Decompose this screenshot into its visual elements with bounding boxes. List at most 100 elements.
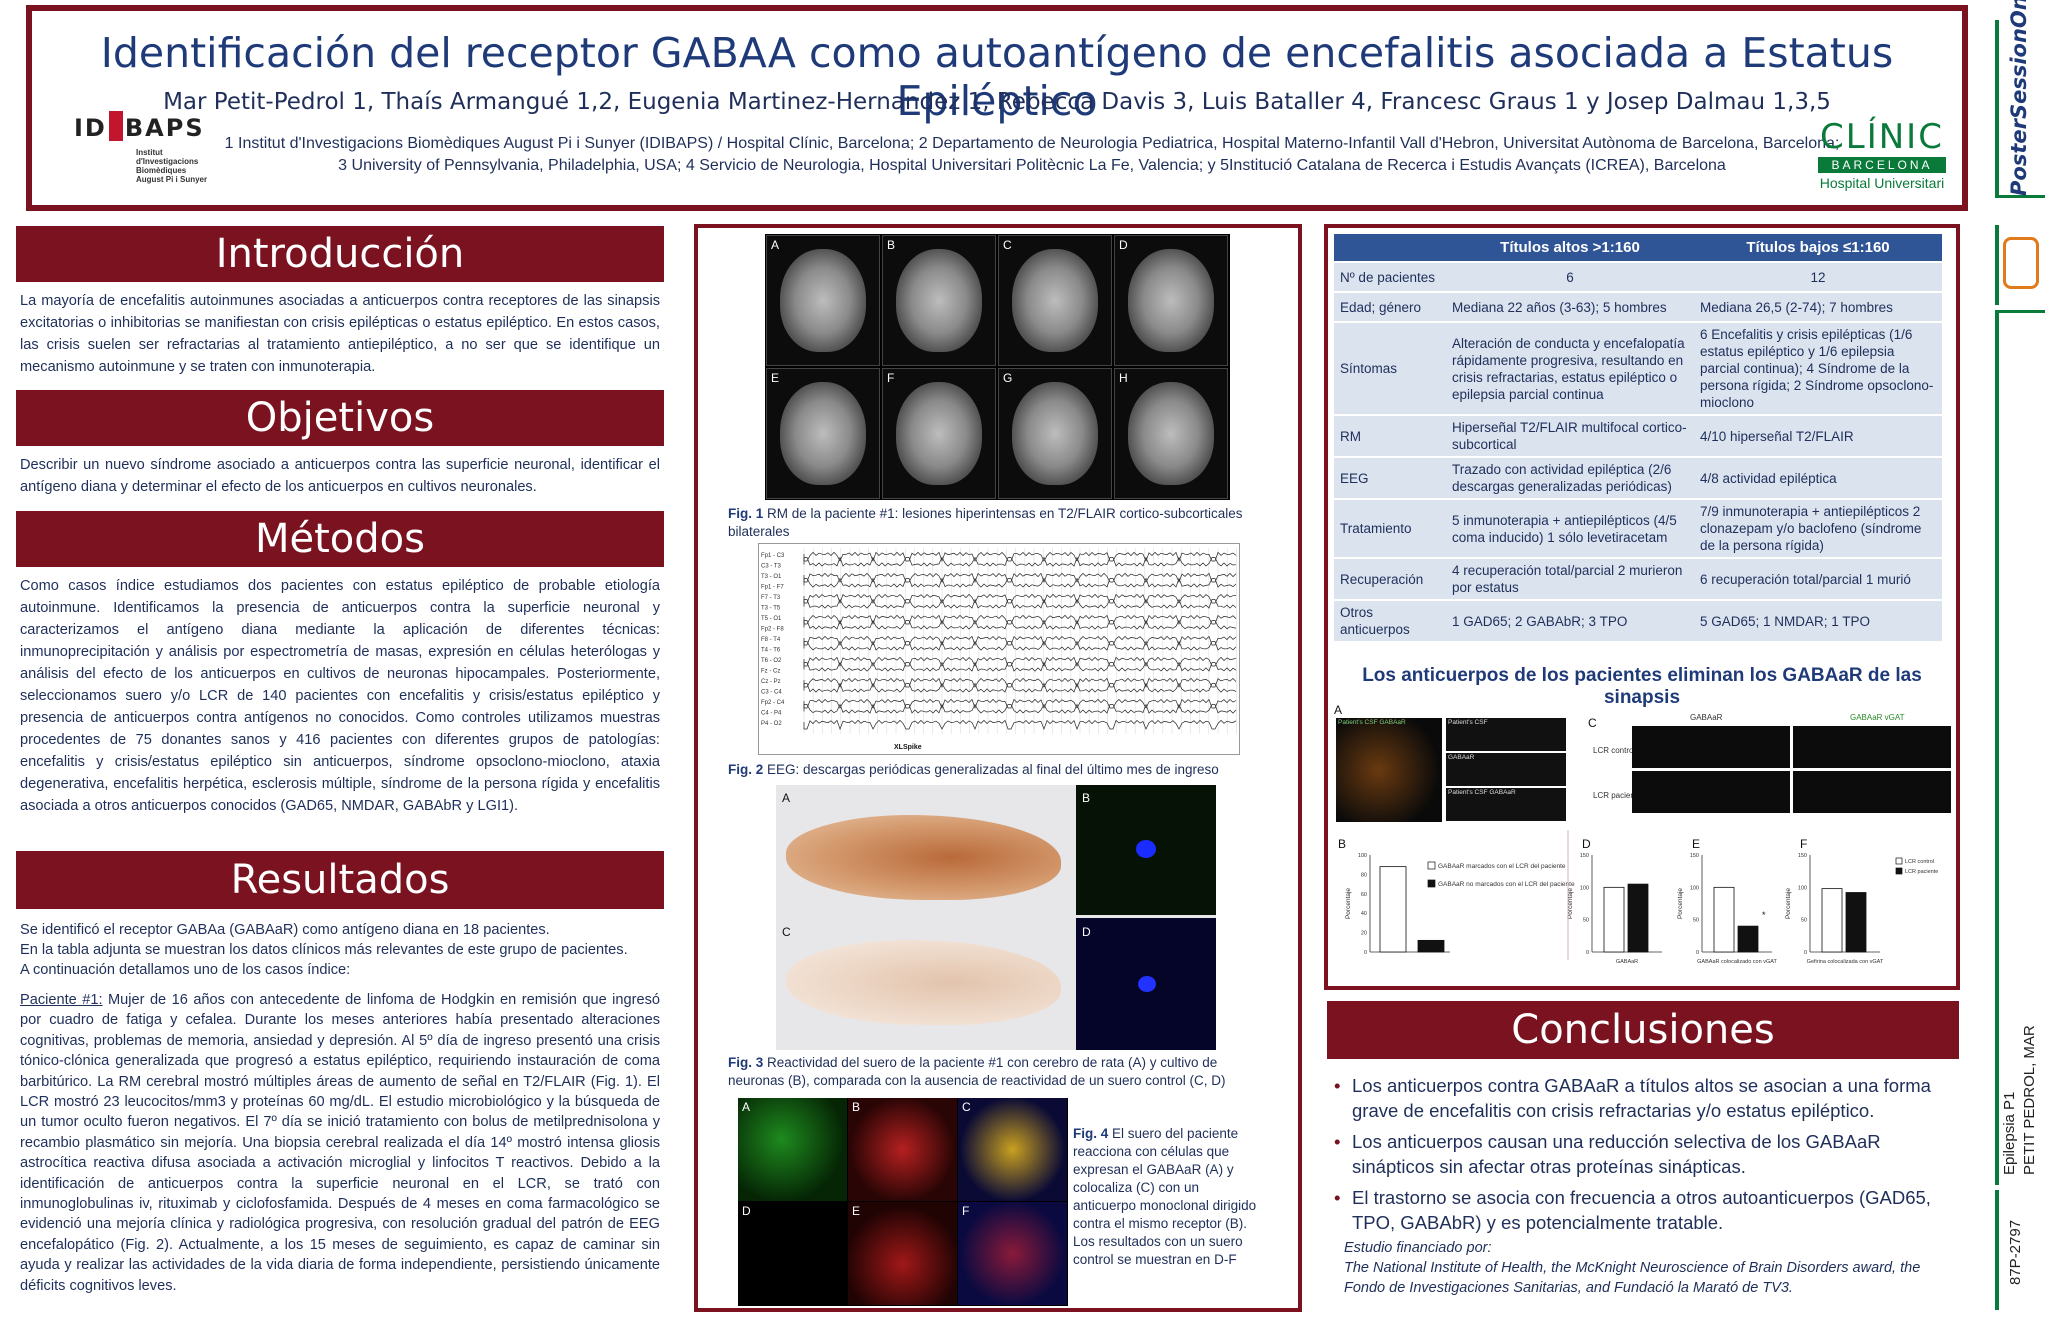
chart-bar bbox=[1417, 939, 1445, 953]
poster-affiliations: 1 Institut d'Investigacions Biomèdiques … bbox=[224, 135, 1840, 174]
mri-slice: A bbox=[766, 235, 880, 366]
legend-label: LCR paciente bbox=[1905, 869, 1938, 875]
eeg-waveform bbox=[803, 661, 1237, 672]
mri-slice-label: C bbox=[1003, 238, 1012, 252]
sidebar-divider bbox=[1995, 310, 2045, 313]
mri-slice: E bbox=[766, 368, 880, 499]
mri-brain-image bbox=[896, 248, 982, 353]
dendrite-image bbox=[1793, 771, 1951, 813]
sidebar-divider bbox=[1995, 225, 1999, 305]
eeg-channel-label: Fz - Cz bbox=[761, 669, 780, 675]
clinic-logo-sub: Hospital Universitari bbox=[1819, 175, 1945, 191]
mri-brain-image bbox=[780, 248, 866, 353]
mri-brain-image bbox=[1012, 381, 1098, 486]
bullet-icon: • bbox=[1334, 1131, 1341, 1152]
eeg-channel-label: Cz - Pz bbox=[761, 679, 781, 685]
clinic-logo: CLÍNIC BARCELONA Hospital Universitari bbox=[1812, 119, 1952, 199]
conclusion-item: •Los anticuerpos contra GABAaR a títulos… bbox=[1332, 1073, 1952, 1123]
eeg-channel-label: T3 - T5 bbox=[761, 606, 781, 612]
cell-staining-panel: E bbox=[848, 1202, 957, 1305]
fig3-panel-label: D bbox=[1082, 925, 1091, 939]
eeg-waveform bbox=[803, 556, 1237, 567]
results-line-2: En la tabla adjunta se muestran los dato… bbox=[20, 942, 628, 958]
conclusion-text: El trastorno se asocia con frecuencia a … bbox=[1352, 1187, 1931, 1233]
eeg-waveform bbox=[803, 635, 1237, 647]
eeg-waveform bbox=[803, 677, 1237, 689]
neuron-culture-b bbox=[1076, 785, 1216, 915]
table-row-label: RM bbox=[1334, 414, 1446, 457]
mri-brain-image bbox=[780, 381, 866, 486]
mri-slice-label: A bbox=[771, 238, 780, 252]
chart-y-label: Porcentaje bbox=[1567, 888, 1574, 919]
table-cell: 7/9 inmunoterapia + antiepilépticos 2 cl… bbox=[1694, 498, 1942, 558]
fig1-caption: Fig. 1 RM de la paciente #1: lesiones hi… bbox=[728, 505, 1273, 541]
dendrite-image bbox=[1793, 726, 1951, 768]
synapse-col-label: GABAaR vGAT bbox=[1850, 713, 1905, 722]
intro-heading: Introducción bbox=[16, 226, 664, 282]
eeg-channel-label: T5 - O1 bbox=[761, 616, 782, 622]
session-label: Epilepsia P1 bbox=[2001, 1091, 2018, 1175]
chart-panel-label: B bbox=[1338, 837, 1346, 851]
eeg-channel-label: P4 - O2 bbox=[761, 721, 782, 727]
cell-staining-panel: A bbox=[738, 1098, 847, 1201]
table-cell: 12 bbox=[1694, 261, 1942, 292]
chart-tick-label: 150 bbox=[1798, 853, 1807, 859]
eeg-waveform bbox=[803, 719, 1237, 731]
table-cell: 1 GAD65; 2 GABAbR; 3 TPO bbox=[1446, 599, 1694, 641]
chart-x-label: GABAaR colocalizado con vGAT bbox=[1697, 959, 1777, 965]
chart-bar bbox=[1737, 925, 1759, 953]
chart-bar bbox=[1627, 883, 1649, 953]
fig3-panel-label: C bbox=[782, 925, 791, 939]
synapse-heading: Los anticuerpos de los pacientes elimina… bbox=[1362, 665, 1922, 708]
dendrite-image: Patient's CSF GABAaR bbox=[1446, 788, 1566, 821]
fig2-caption-text: EEG: descargas periódicas generalizadas … bbox=[763, 762, 1219, 777]
fig4-panel-label: D bbox=[742, 1204, 751, 1218]
fig1-caption-text: RM de la paciente #1: lesiones hiperinte… bbox=[728, 506, 1243, 539]
eeg-channel-label: Fp2 - C4 bbox=[761, 700, 785, 706]
significance-marker: * bbox=[1762, 910, 1766, 920]
fig1-label: Fig. 1 bbox=[728, 506, 764, 521]
fig3-label: Fig. 3 bbox=[728, 1055, 764, 1070]
cell-staining-panel: F bbox=[958, 1202, 1067, 1305]
chart-tick-label: 40 bbox=[1361, 911, 1367, 917]
sidebar-divider bbox=[1995, 310, 1999, 1185]
synapse-row-label: LCR control bbox=[1593, 746, 1636, 755]
dendrite-image: GABAaR bbox=[1446, 753, 1566, 786]
table-cell: Hiperseñal T2/FLAIR multifocal cortico-s… bbox=[1446, 414, 1694, 457]
chart-tick-label: 20 bbox=[1361, 931, 1367, 937]
mri-brain-image bbox=[1012, 248, 1098, 353]
chart-tick-label: 150 bbox=[1580, 853, 1589, 859]
eeg-footer: XLSpike bbox=[894, 744, 922, 751]
chart-bar bbox=[1379, 866, 1407, 953]
chart-panel-label: D bbox=[1582, 837, 1591, 851]
eeg-waveform bbox=[803, 572, 1237, 584]
results-intro: Se identificó el receptor GABAa (GABAaR)… bbox=[20, 920, 660, 980]
mri-slice-label: H bbox=[1119, 371, 1128, 385]
table-cell: 5 inmunoterapia + antiepilépticos (4/5 c… bbox=[1446, 498, 1694, 558]
mri-slice: F bbox=[882, 368, 996, 499]
objectives-heading: Objetivos bbox=[16, 390, 664, 446]
legend-label: GABAaR marcados con el LCR del paciente bbox=[1438, 863, 1566, 870]
eeg-channel-label: Fp1 - F7 bbox=[761, 585, 784, 591]
sidebar-divider bbox=[1995, 1190, 1999, 1310]
fig3-caption: Fig. 3 Reactividad del suero de la pacie… bbox=[728, 1054, 1273, 1090]
postersessiononline-logo: PosterSessionOnline bbox=[2007, 0, 2031, 196]
fig3-panel-label: A bbox=[782, 791, 791, 805]
table-row-label: Tratamiento bbox=[1334, 498, 1446, 558]
eeg-channel-label: F8 - T4 bbox=[761, 637, 781, 643]
chart-tick-label: 80 bbox=[1361, 872, 1367, 878]
mri-slice-label: B bbox=[887, 238, 896, 252]
fig4-panel-label: F bbox=[962, 1204, 970, 1218]
sidebar-divider bbox=[1995, 20, 1999, 195]
chart-tick-label: 0 bbox=[1586, 950, 1589, 956]
mri-slice: B bbox=[882, 235, 996, 366]
eeg-channel-label: C4 - P4 bbox=[761, 711, 782, 717]
fig4-caption-text: El suero del paciente reacciona con célu… bbox=[1073, 1126, 1257, 1267]
